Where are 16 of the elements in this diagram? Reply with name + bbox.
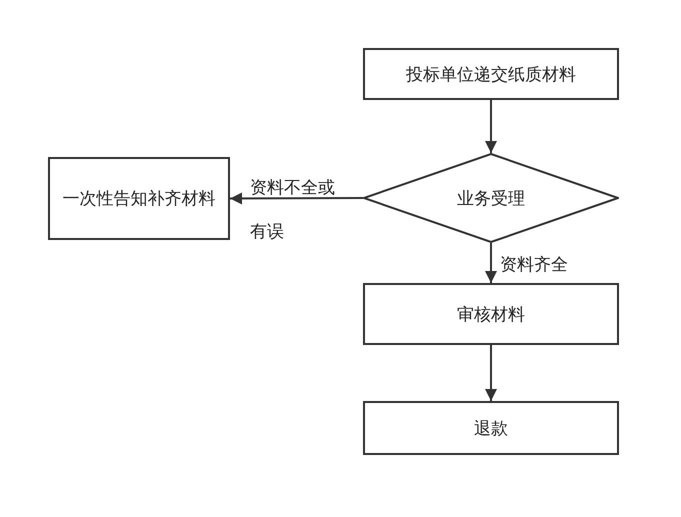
- process-box: [48, 157, 230, 240]
- edge-label: 资料齐全: [500, 254, 569, 276]
- arrow: [230, 192, 363, 204]
- node-text: 退款: [474, 418, 508, 440]
- process-box: [363, 401, 619, 455]
- node-text: 审核材料: [457, 304, 525, 326]
- process-box: [363, 48, 619, 100]
- arrow: [485, 100, 497, 153]
- decision-diamond: [363, 153, 619, 243]
- arrow: [485, 345, 497, 401]
- arrow: [485, 243, 497, 283]
- process-box: [363, 283, 619, 345]
- edge-label: 资料不全或有误: [250, 177, 336, 244]
- node-text: 业务受理: [457, 188, 525, 210]
- node-text: 投标单位递交纸质材料: [406, 64, 576, 86]
- node-text: 一次性告知补齐材料: [62, 188, 216, 210]
